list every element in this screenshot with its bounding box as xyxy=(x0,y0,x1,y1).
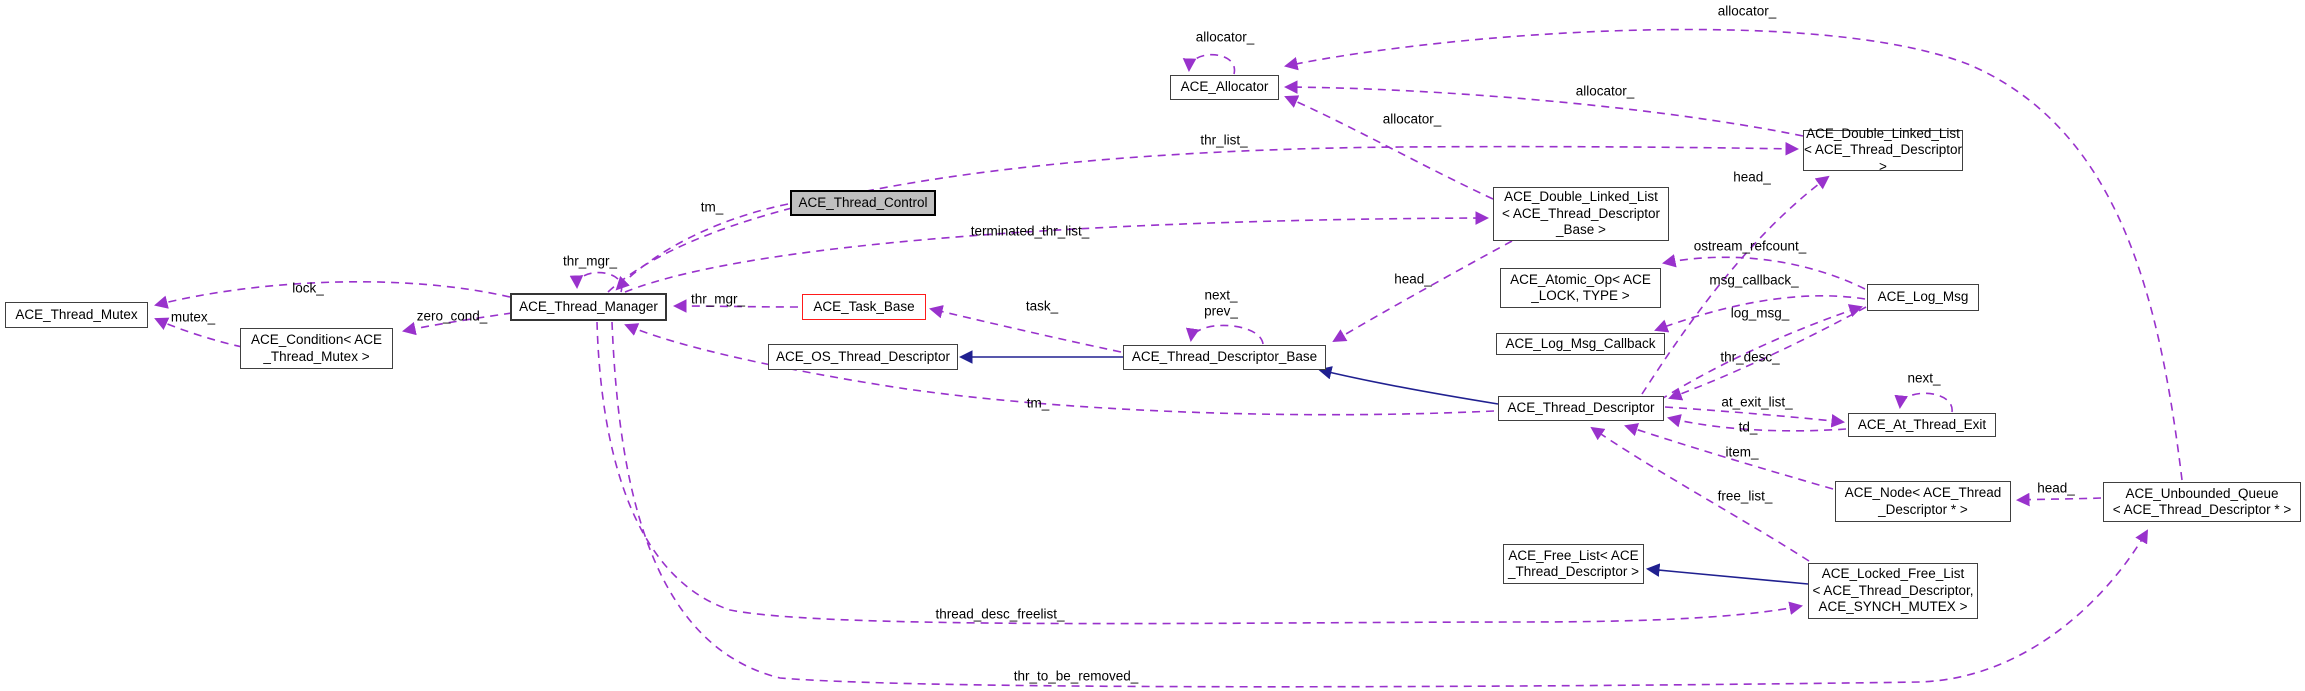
node-ace-thread-manager[interactable]: ACE_Thread_Manager xyxy=(510,293,667,321)
edge-label-thr-mgr-self: thr_mgr_ xyxy=(562,253,618,269)
edge-terminated-thr-list xyxy=(624,211,1490,293)
edge-label-item: item_ xyxy=(1725,444,1759,460)
edge-label-zero-cond: zero_cond_ xyxy=(416,308,488,324)
edge-head-td xyxy=(1641,175,1830,395)
edge-label-free-list: free_list_ xyxy=(1717,488,1773,504)
node-ace-task-base[interactable]: ACE_Task_Base xyxy=(802,294,926,320)
edge-allocator-queue xyxy=(1284,28,2183,481)
edge-at-exit-list xyxy=(1664,406,1846,428)
edge-label-thr-list: thr_list_ xyxy=(1200,132,1248,148)
edge-head-tdb xyxy=(1332,240,1513,343)
edge-thr-mgr-task xyxy=(672,299,799,313)
node-ace-thread-descriptor[interactable]: ACE_Thread_Descriptor xyxy=(1498,396,1664,421)
edge-thr-to-be-removed xyxy=(611,321,2149,688)
node-ace-log-msg-callback[interactable]: ACE_Log_Msg_Callback xyxy=(1496,333,1665,355)
edge-label-head-queue: head_ xyxy=(2037,480,2075,496)
edge-allocator-td xyxy=(1283,80,1804,137)
edge-label-thr-desc: thr_desc_ xyxy=(1720,349,1780,365)
edge-free-list xyxy=(1590,426,1810,562)
edge-label-tm-control: tm_ xyxy=(700,199,724,215)
edge-label-log-msg: log_msg_ xyxy=(1730,305,1790,321)
node-ace-unbounded-queue[interactable]: ACE_Unbounded_Queue < ACE_Thread_Descrip… xyxy=(2103,482,2301,522)
node-ace-thread-control[interactable]: ACE_Thread_Control xyxy=(790,190,936,216)
edge-thr-mgr-self xyxy=(569,271,623,293)
edge-label-next-ate: next_ xyxy=(1907,370,1941,386)
edge-zero-cond xyxy=(402,312,513,336)
edge-label-next-prev-tdb: next_ xyxy=(1204,287,1238,303)
edge-label-thr-to-be-removed: thr_to_be_removed_ xyxy=(1013,668,1139,684)
edge-label-head-td: head_ xyxy=(1733,169,1771,185)
edge-mutex-cond xyxy=(154,317,243,348)
node-ace-os-thread-descriptor[interactable]: ACE_OS_Thread_Descriptor xyxy=(768,344,958,370)
edge-label-td: td_ xyxy=(1738,419,1758,435)
node-ace-atomic-op[interactable]: ACE_Atomic_Op< ACE _LOCK, TYPE > xyxy=(1500,268,1661,308)
edge-label-allocator-tdb: allocator_ xyxy=(1382,111,1442,127)
node-ace-log-msg[interactable]: ACE_Log_Msg xyxy=(1867,284,1979,311)
edge-thr-list xyxy=(607,142,1800,293)
edge-label-prev-tdb: prev_ xyxy=(1204,303,1238,319)
edge-label-head-tdb: head_ xyxy=(1394,271,1432,287)
edge-task xyxy=(929,305,1122,353)
edge-label-thr-mgr-task: thr_mgr_ xyxy=(690,291,746,307)
edge-next-ate xyxy=(1894,392,1953,413)
edge-label-terminated-thr-list: terminated_thr_list_ xyxy=(970,223,1090,239)
edge-log-msg xyxy=(1659,304,1863,401)
edge-td xyxy=(1667,414,1847,432)
edge-label-task: task_ xyxy=(1025,298,1059,314)
edge-label-allocator-queue: allocator_ xyxy=(1717,3,1777,19)
edge-next-prev-tdb xyxy=(1185,324,1264,345)
edge-inh-td-tdb xyxy=(1318,366,1499,405)
edge-thread-desc-freelist xyxy=(596,321,1804,625)
edge-ostream-refcount xyxy=(1661,254,1866,290)
node-ace-dll-td[interactable]: ACE_Double_Linked_List < ACE_Thread_Desc… xyxy=(1803,125,1963,174)
edge-label-tm-descriptor: tm_ xyxy=(1026,395,1050,411)
edge-label-allocator-self: allocator_ xyxy=(1195,29,1255,45)
edge-label-at-exit-list: at_exit_list_ xyxy=(1721,394,1793,410)
node-ace-thread-descriptor-base[interactable]: ACE_Thread_Descriptor_Base xyxy=(1123,345,1326,370)
node-ace-locked-free-list[interactable]: ACE_Locked_Free_List < ACE_Thread_Descri… xyxy=(1808,563,1978,619)
edge-allocator-tdb xyxy=(1284,95,1494,200)
node-ace-thread-mutex[interactable]: ACE_Thread_Mutex xyxy=(5,302,148,328)
node-ace-dll-tdb[interactable]: ACE_Double_Linked_List < ACE_Thread_Desc… xyxy=(1493,187,1669,241)
node-ace-at-thread-exit[interactable]: ACE_At_Thread_Exit xyxy=(1848,413,1996,437)
edge-allocator-self xyxy=(1182,53,1236,75)
edge-label-allocator-td: allocator_ xyxy=(1575,83,1635,99)
edge-label-ostream-refcount: ostream_refcount_ xyxy=(1693,238,1807,254)
node-ace-node[interactable]: ACE_Node< ACE_Thread _Descriptor * > xyxy=(1835,481,2011,522)
edge-label-msg-callback: msg_callback_ xyxy=(1709,272,1799,288)
edge-label-lock: lock_ xyxy=(292,280,324,296)
edge-label-thread-desc-freelist: thread_desc_freelist_ xyxy=(935,606,1065,622)
edge-head-queue xyxy=(2015,492,2102,507)
edge-inh-locked-free xyxy=(1645,563,1809,585)
edge-msg-callback xyxy=(1654,294,1866,333)
node-ace-allocator[interactable]: ACE_Allocator xyxy=(1170,75,1279,100)
edge-thr-desc xyxy=(1668,306,1867,401)
edge-tm-control xyxy=(615,203,789,291)
edge-tm-descriptor xyxy=(624,323,1495,416)
node-ace-condition[interactable]: ACE_Condition< ACE _Thread_Mutex > xyxy=(240,328,393,369)
edge-label-mutex-cond: mutex_ xyxy=(170,309,216,325)
node-ace-free-list[interactable]: ACE_Free_List< ACE _Thread_Descriptor > xyxy=(1503,544,1644,584)
edge-lock xyxy=(154,280,511,309)
